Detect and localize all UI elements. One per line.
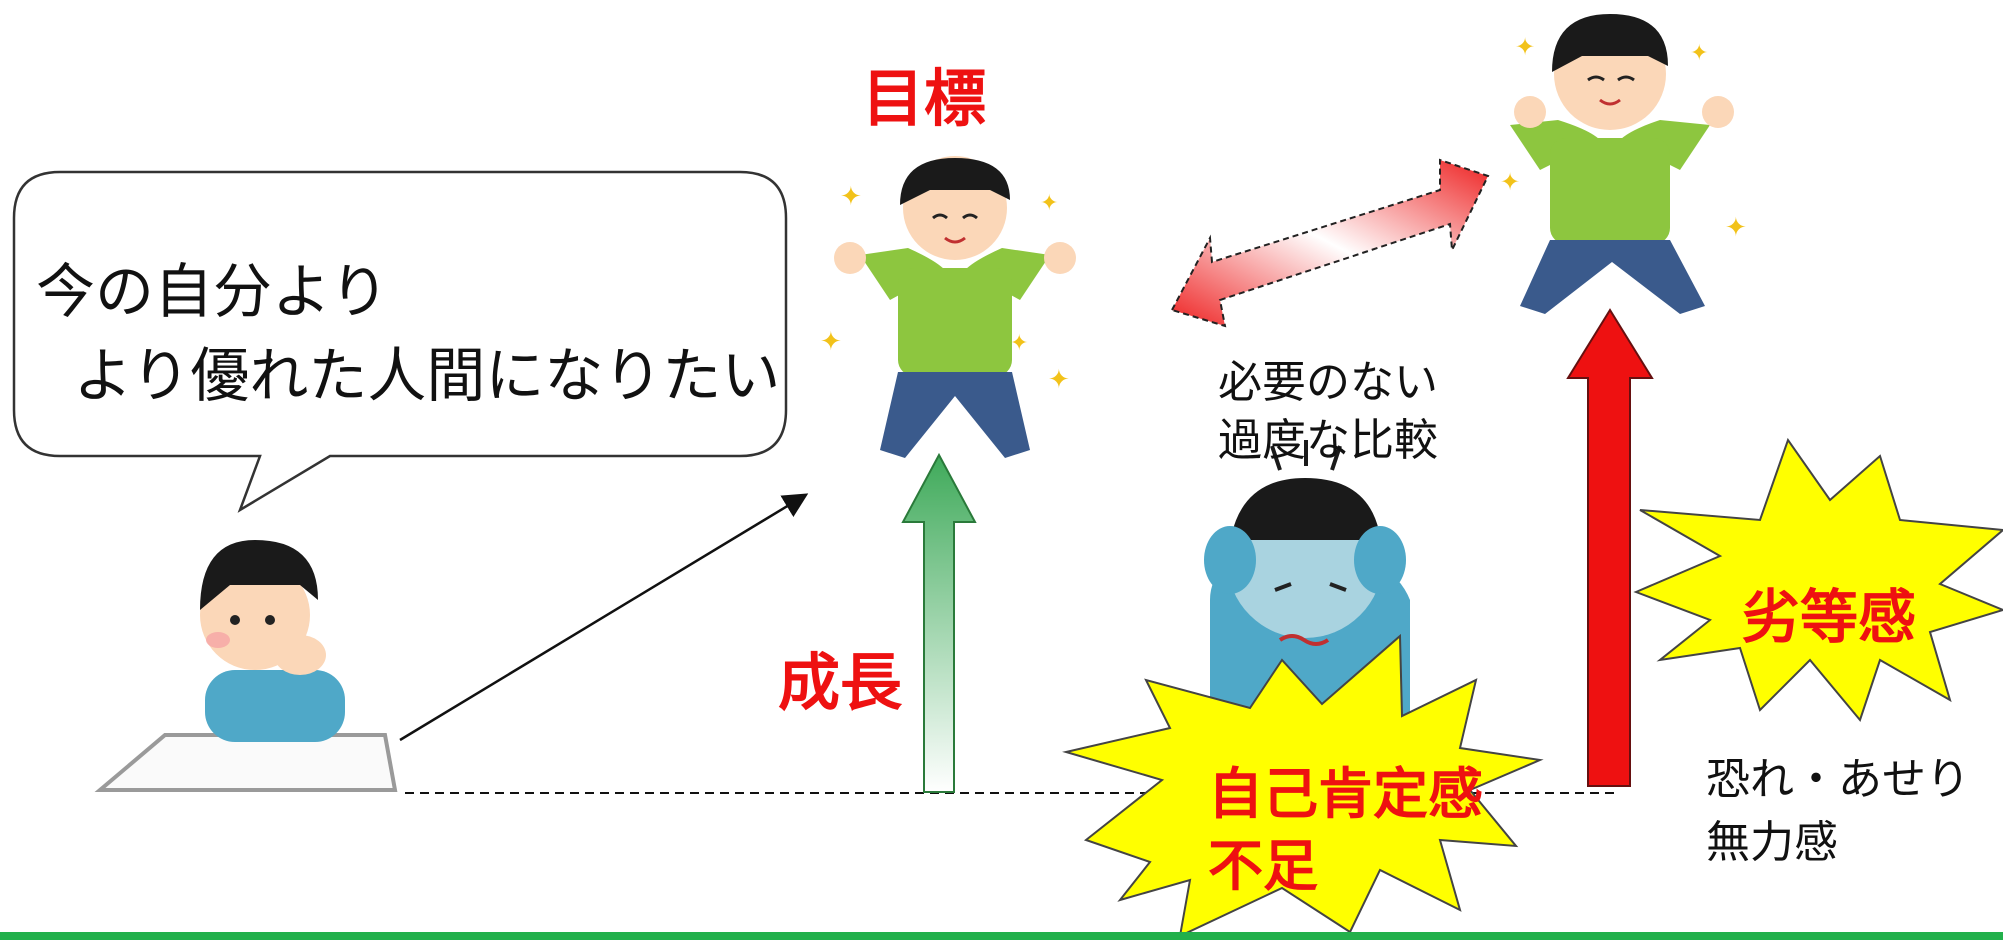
desk bbox=[94, 733, 398, 792]
growth-label: 成長 bbox=[778, 646, 903, 719]
svg-text:✦: ✦ bbox=[1010, 331, 1028, 356]
svg-text:✦: ✦ bbox=[820, 327, 842, 357]
svg-text:✦: ✦ bbox=[1048, 365, 1070, 395]
goal-boy-illustration: ✦ ✦ ✦ ✦ ✦ bbox=[820, 156, 1076, 458]
inferiority-burst bbox=[1633, 437, 2003, 723]
svg-text:✦: ✦ bbox=[1725, 213, 1747, 243]
speech-bubble bbox=[12, 170, 788, 513]
inferiority-label: 劣等感 bbox=[1742, 583, 1917, 651]
speech-bubble-text: 今の自分より より優れた人間になりたい bbox=[36, 257, 781, 410]
svg-text:✦: ✦ bbox=[1500, 168, 1520, 196]
growth-arrow bbox=[901, 452, 977, 793]
svg-text:✦: ✦ bbox=[1690, 41, 1708, 66]
low-self-esteem-label: 自己肯定感 不足 bbox=[1208, 762, 1484, 898]
thinking-boy-illustration bbox=[200, 540, 345, 742]
fear-helplessness-label: 恐れ・あせり 無力感 bbox=[1706, 754, 1970, 868]
superior-boy-illustration: ✦ ✦ ✦ ✦ bbox=[1500, 14, 1747, 314]
comparison-label: 必要のない 過度な比較 bbox=[1218, 357, 1438, 466]
inferiority-arrow bbox=[1566, 308, 1654, 787]
svg-text:✦: ✦ bbox=[840, 182, 862, 212]
aspiration-arrow bbox=[399, 493, 809, 742]
goal-label: 目標 bbox=[862, 62, 987, 135]
bottom-accent-bar bbox=[0, 932, 2003, 940]
comparison-double-arrow bbox=[1170, 158, 1490, 328]
svg-text:✦: ✦ bbox=[1040, 191, 1058, 216]
svg-text:✦: ✦ bbox=[1515, 33, 1535, 61]
